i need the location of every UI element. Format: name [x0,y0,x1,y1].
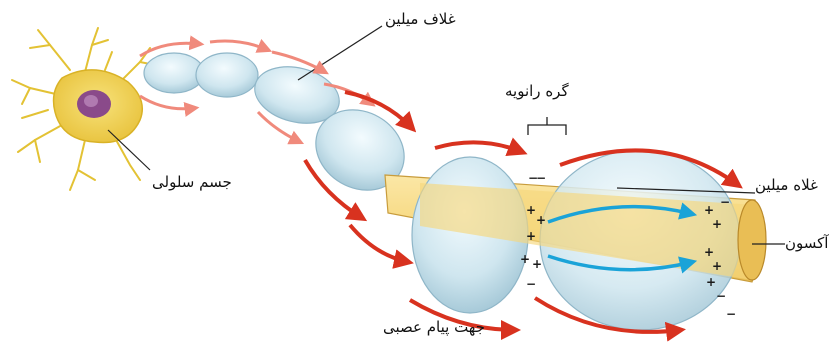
label-myelin-sheath-right: غلاه میلین [755,178,818,193]
label-myelin-sheath-top: غلاف میلین [385,12,456,27]
positive-sign: + [704,245,714,259]
positive-sign: + [526,203,536,217]
positive-sign: + [712,217,722,231]
positive-sign: + [706,275,716,289]
node-bracket [528,117,566,135]
positive-sign: + [536,213,546,227]
label-impulse-direction: جهت پیام عصبی [383,320,485,335]
negative-sign: − [720,195,730,209]
cell-body [54,70,143,143]
negative-sign: − [536,171,546,185]
positive-sign: + [526,229,536,243]
negative-sign: − [726,307,736,321]
axon-end [738,200,766,280]
negative-sign: − [526,277,536,291]
positive-sign: + [704,203,714,217]
positive-sign: + [520,252,530,266]
label-node-of-ranvier: گره رانویه [505,84,569,99]
label-axon: آکسون [785,236,828,251]
label-cell-body: جسم سلولی [152,175,232,190]
positive-sign: + [532,257,542,271]
negative-sign: − [716,289,726,303]
positive-sign: + [712,259,722,273]
